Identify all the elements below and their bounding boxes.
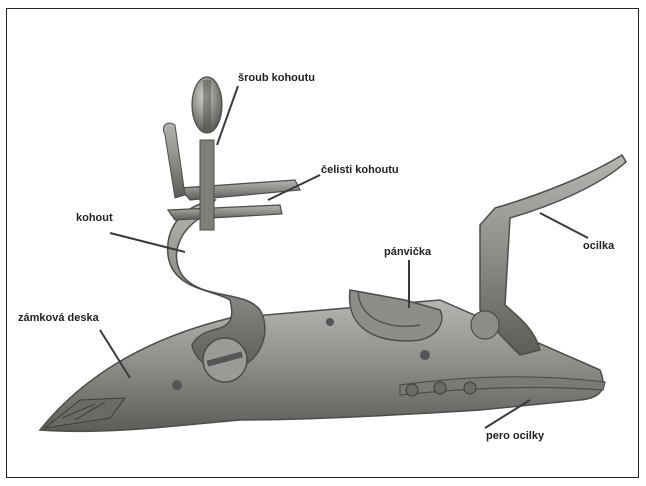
label-screw: šroub kohoutu	[238, 72, 315, 84]
label-pan: pánvička	[384, 246, 431, 258]
label-cock: kohout	[76, 212, 113, 224]
label-frizzen-spring: pero ocilky	[486, 430, 544, 442]
label-lock-plate: zámková deska	[18, 312, 99, 324]
jaw-screw	[200, 140, 214, 230]
cock-jaws	[180, 180, 300, 200]
frizzen	[480, 155, 626, 355]
label-frizzen: ocilka	[583, 240, 614, 252]
label-jaws: čelisti kohoutu	[321, 164, 399, 176]
